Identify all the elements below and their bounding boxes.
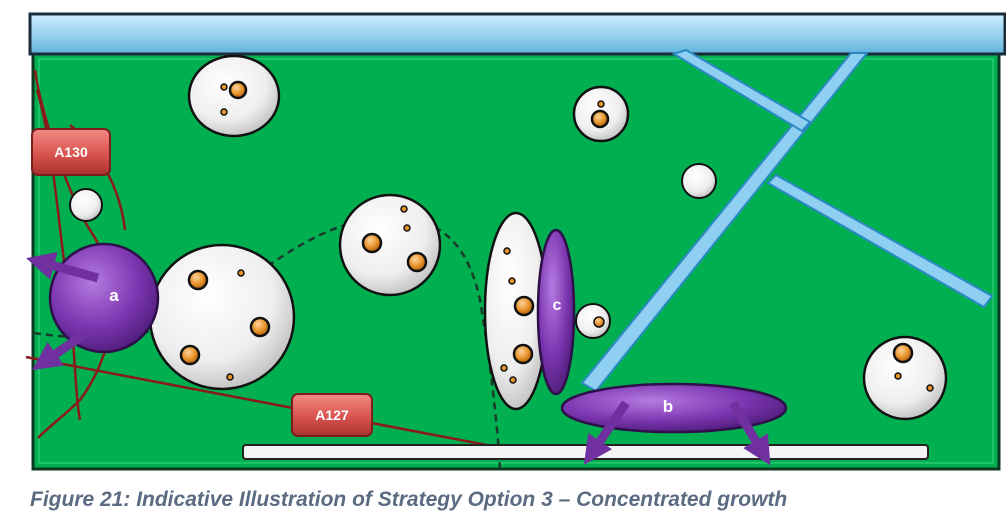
settlement-middle <box>338 193 442 297</box>
settlement-small-left <box>69 188 103 222</box>
settlement-bottom-right <box>862 335 948 421</box>
growth-areas: a c b <box>26 228 788 466</box>
figure-caption: Figure 21: Indicative Illustration of St… <box>30 488 788 511</box>
settlements <box>69 54 948 421</box>
growth-label-b: b <box>663 397 673 416</box>
estuary-water <box>28 12 1006 56</box>
growth-label-a: a <box>109 286 119 305</box>
road-label-a127: A127 <box>315 407 349 423</box>
growth-area-c: c <box>536 228 576 396</box>
river-channel-lower-right <box>766 173 994 309</box>
road-badge-a127: A127 <box>291 393 373 437</box>
settlement-top-right <box>572 85 630 143</box>
settlement-top-left <box>187 54 281 138</box>
road-badge-a130: A130 <box>31 128 111 176</box>
strategy-diagram: a c b A130 A127 <box>25 12 1006 471</box>
river-channel-upper-left <box>671 48 812 133</box>
road-a127-line <box>25 355 498 449</box>
settlement-small-center <box>575 303 611 339</box>
settlement-small-right <box>681 163 717 199</box>
settlement-tall-center <box>483 211 549 411</box>
growth-area-a: a <box>26 242 160 371</box>
growth-label-c: c <box>553 297 562 314</box>
road-label-a130: A130 <box>54 144 88 160</box>
settlement-large-left <box>148 243 296 391</box>
rail-line <box>242 444 929 460</box>
river-channels <box>580 48 994 393</box>
growth-area-b: b <box>560 382 788 466</box>
